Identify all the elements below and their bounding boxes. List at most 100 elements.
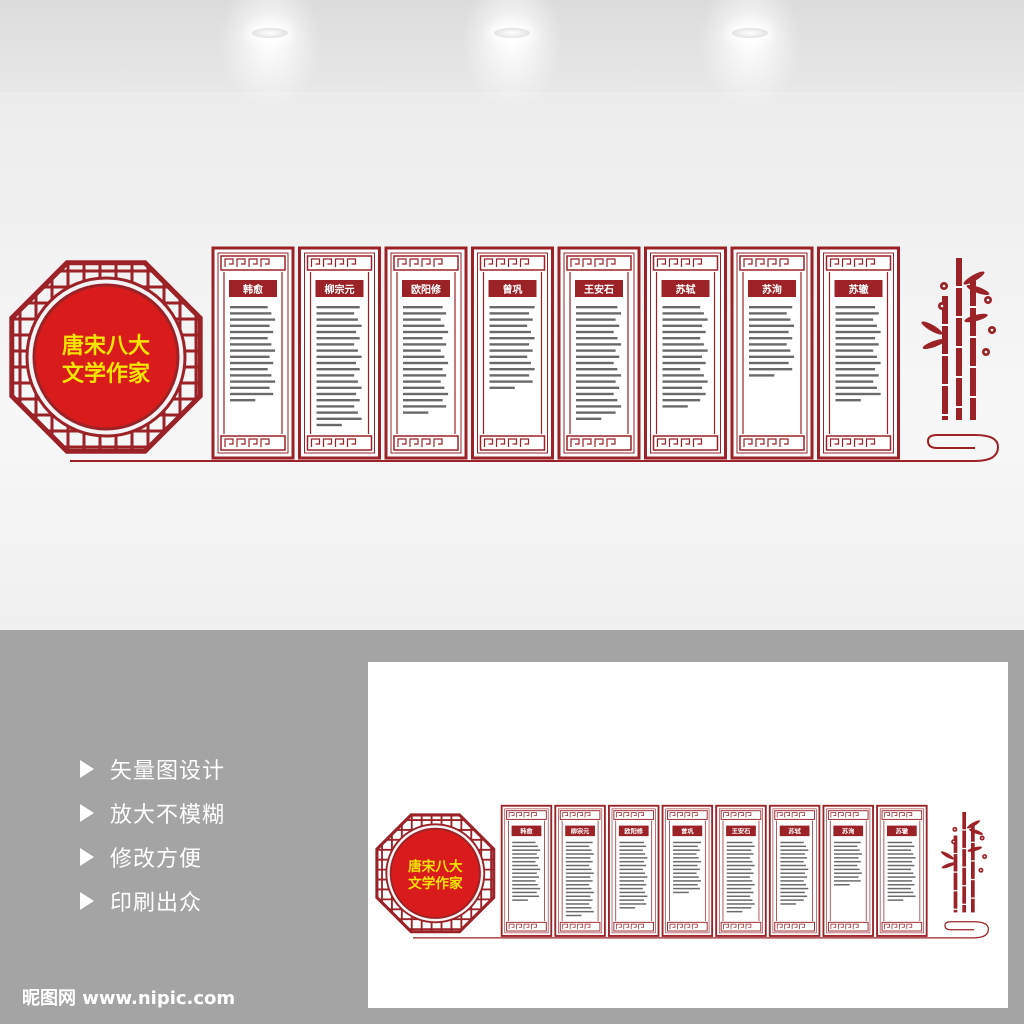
panel-text-line (835, 399, 861, 402)
panel-text-line (403, 306, 443, 309)
panel-text-line (565, 849, 592, 851)
panel-text-line (316, 374, 355, 377)
panel-title-tab (748, 280, 796, 297)
panel-text-line (673, 845, 698, 848)
panel-title: 曾巩 (681, 828, 694, 836)
panel-text-line (662, 361, 706, 365)
panel-text-line (576, 324, 620, 327)
panel-text-line (673, 853, 697, 855)
panel-text-line (726, 872, 754, 874)
panel-text-line (489, 368, 535, 371)
panel-text-line (576, 312, 622, 315)
panel-text-line (403, 318, 441, 321)
bamboo-leaf (963, 271, 985, 285)
main-mural: 唐宋八大文学作家 韩愈柳宗元欧阳修曾巩王安石苏轼苏洵苏辙 (9, 246, 1000, 462)
panel-text-line (489, 306, 535, 309)
panel-text-line (316, 368, 360, 371)
panel-row: 韩愈柳宗元欧阳修曾巩王安石苏轼苏洵苏辙 (500, 804, 928, 937)
panel-text-line (565, 903, 590, 905)
octagon-frame (375, 813, 496, 934)
panel-text-line (512, 841, 536, 844)
panel-text-line (887, 884, 915, 886)
panel-text-line (726, 876, 751, 878)
bio-panel: 柳宗元 (298, 246, 381, 460)
bamboo-stalk (953, 835, 958, 913)
feature-item: 放大不模糊 (80, 797, 225, 829)
watermark-id: ID:8260704 NO:20260316064856728109 (764, 988, 990, 1001)
octagon-frame (9, 260, 203, 454)
panel-text-line (662, 324, 703, 327)
panel-text-line (619, 853, 646, 855)
panel-text-line (887, 895, 916, 898)
panel-text-line (489, 361, 531, 365)
panel-text-line (887, 849, 911, 851)
panel-text-line (780, 872, 805, 874)
panel-text-line (512, 895, 539, 898)
panel-text-line (489, 324, 528, 327)
panel-text-line (565, 880, 593, 882)
panel-text-line (512, 849, 541, 851)
panel-text-line (662, 343, 704, 346)
panel-text-line (619, 857, 648, 859)
panel-text-line (565, 841, 593, 844)
panel-text-line (316, 399, 360, 402)
panel-text-line (512, 891, 537, 894)
bamboo-stalk (942, 296, 948, 420)
panel-text-line (576, 330, 614, 334)
bamboo-leaf (922, 339, 946, 349)
panel-text-line (489, 337, 535, 340)
bio-panel: 苏轼 (644, 246, 727, 460)
panel-text-line (833, 864, 858, 867)
panel-text-line (316, 318, 358, 321)
panel-text-line (576, 318, 616, 321)
spotlight-glow (690, 0, 810, 120)
panel-text-line (316, 411, 358, 414)
panel-text-line (749, 343, 787, 346)
panel-text-line (230, 399, 256, 402)
bio-panel: 欧阳修 (607, 804, 660, 937)
panel-text-line (403, 355, 445, 358)
panel-text-line (673, 891, 689, 894)
watermark-brand: 昵图网 www.nipic.com (22, 988, 236, 1009)
spotlight-glow (452, 0, 572, 120)
preview-card: 唐宋八大文学作家 韩愈柳宗元欧阳修曾巩王安石苏轼苏洵苏辙 (368, 662, 1008, 1008)
panel-text-line (749, 355, 795, 358)
panel-text-line (403, 399, 443, 402)
panel-text-line (673, 860, 702, 863)
panel-text-line (726, 910, 743, 913)
panel-text-line (512, 853, 537, 855)
panel-text-line (619, 841, 645, 844)
spotlight-icon (732, 28, 768, 38)
panel-text-line (316, 361, 357, 365)
panel-text-line (512, 860, 536, 863)
panel-text-line (576, 417, 602, 420)
panel-text-line (619, 849, 643, 851)
bamboo-decoration (921, 258, 996, 420)
play-triangle-icon (80, 848, 94, 866)
panel-text-line (576, 392, 614, 396)
panel-text-line (403, 374, 447, 377)
panel-text-line (230, 337, 268, 340)
panel-text-line (835, 312, 879, 315)
panel-text-line (316, 417, 362, 420)
bamboo-leaf (940, 851, 954, 860)
panel-text-line (833, 857, 859, 859)
panel-text-line (780, 895, 808, 898)
panel-text-line (833, 849, 860, 851)
panel-text-line (316, 386, 362, 389)
panel-text-line (576, 411, 616, 414)
emblem-disc (32, 283, 180, 431)
panel-title: 苏洵 (762, 283, 782, 296)
panel-title: 苏辙 (849, 283, 870, 296)
panel-text-line (673, 857, 699, 859)
panel-text-line (565, 872, 594, 874)
panel-text-line (489, 386, 515, 389)
panel-text-line (403, 361, 449, 365)
panel-text-line (512, 864, 538, 867)
panel-text-line (619, 899, 645, 901)
panel-text-line (835, 318, 874, 321)
panel-text-line (512, 872, 537, 874)
panel-text-line (512, 880, 536, 882)
panel-text-line (403, 330, 449, 334)
panel-text-line (230, 380, 276, 383)
